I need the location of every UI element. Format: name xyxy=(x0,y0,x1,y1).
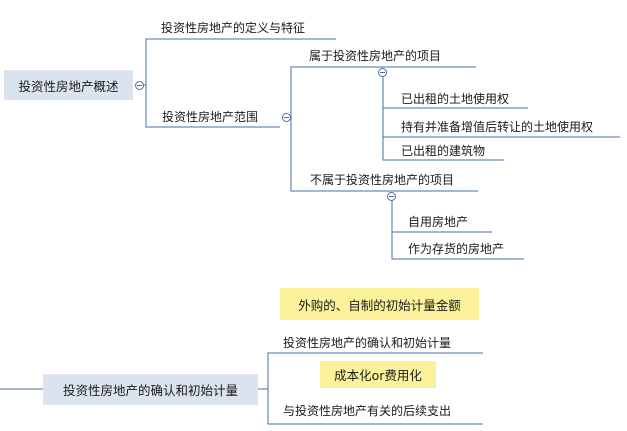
node-owner-occupied[interactable]: 自用房地产 xyxy=(408,215,469,229)
node-recognition-initial[interactable]: 投资性房地产的确认和初始计量 xyxy=(283,336,452,350)
note-initial-measurement: 外购的、自制的初始计量金额 xyxy=(280,288,479,320)
collapse-toggle-icon[interactable] xyxy=(387,192,396,201)
collapse-toggle-icon[interactable] xyxy=(135,81,144,90)
root-node-recognition[interactable]: 投资性房地产的确认和初始计量 xyxy=(43,374,258,405)
node-leased-building[interactable]: 已出租的建筑物 xyxy=(401,144,486,158)
node-subsequent-expenditure[interactable]: 与投资性房地产有关的后续支出 xyxy=(283,404,452,418)
root-node-overview[interactable]: 投资性房地产概述 xyxy=(4,70,133,100)
node-leased-land-use-right[interactable]: 已出租的土地使用权 xyxy=(401,92,510,106)
note-capitalize-or-expense: 成本化or费用化 xyxy=(320,361,436,388)
collapse-toggle-icon[interactable] xyxy=(378,68,387,77)
node-scope[interactable]: 投资性房地产范围 xyxy=(162,110,259,124)
node-excluded-items[interactable]: 不属于投资性房地产的项目 xyxy=(310,173,455,187)
node-definition[interactable]: 投资性房地产的定义与特征 xyxy=(161,21,306,35)
node-land-held-for-appreciation[interactable]: 持有并准备增值后转让的土地使用权 xyxy=(401,120,594,134)
node-inventory-property[interactable]: 作为存货的房地产 xyxy=(408,242,505,256)
node-included-items[interactable]: 属于投资性房地产的项目 xyxy=(309,49,442,63)
collapse-toggle-icon[interactable] xyxy=(282,113,291,122)
